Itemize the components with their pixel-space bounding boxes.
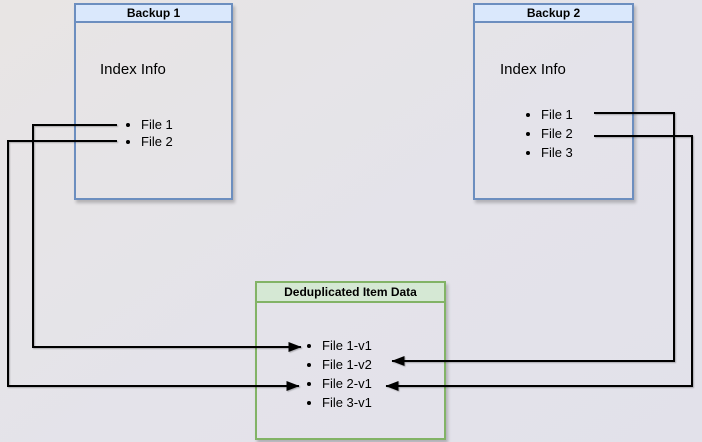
- deduplicated-item-data-box: Deduplicated Item Data File 1-v1 File 1-…: [255, 281, 446, 440]
- backup1-file-list: File 1 File 2: [127, 116, 173, 150]
- list-item: File 2-v1: [322, 374, 372, 393]
- list-item: File 1-v1: [322, 336, 372, 355]
- list-item: File 2: [541, 124, 573, 143]
- backup1-title: Backup 1: [76, 5, 231, 23]
- list-item: File 3-v1: [322, 393, 372, 412]
- backup1-index-info-label: Index Info: [100, 61, 166, 78]
- list-item: File 1-v2: [322, 355, 372, 374]
- dedup-title: Deduplicated Item Data: [257, 283, 444, 303]
- backup2-file-list: File 1 File 2 File 3: [527, 105, 573, 162]
- list-item: File 2: [141, 133, 173, 150]
- list-item: File 1: [141, 116, 173, 133]
- dedup-file-list: File 1-v1 File 1-v2 File 2-v1 File 3-v1: [308, 336, 372, 412]
- list-item: File 1: [541, 105, 573, 124]
- backup2-box: Backup 2 Index Info File 1 File 2 File 3: [473, 3, 634, 200]
- backup1-box: Backup 1 Index Info File 1 File 2: [74, 3, 233, 200]
- backup2-title: Backup 2: [475, 5, 632, 23]
- backup2-index-info-label: Index Info: [500, 61, 566, 78]
- list-item: File 3: [541, 143, 573, 162]
